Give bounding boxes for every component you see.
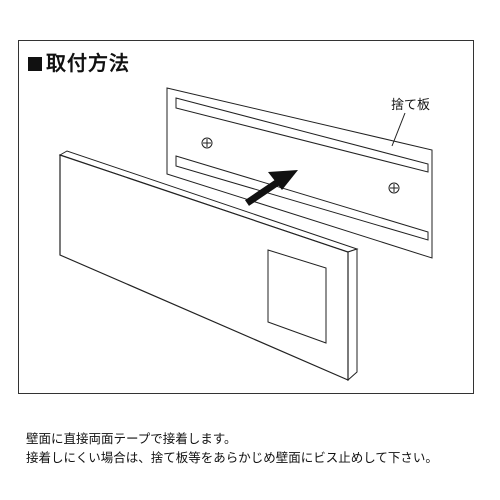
panel-window: [267, 249, 327, 344]
backing-plate: [166, 87, 433, 259]
caption-line-2: 接着しにくい場合は、捨て板等をあらかじめ壁面にビス止めして下さい。: [26, 450, 438, 465]
title-text: 取付方法: [46, 51, 130, 75]
label-leader-line: [391, 112, 406, 147]
diagram-frame: [18, 40, 474, 394]
mounting-arrow-icon: [245, 170, 298, 206]
section-title: 取付方法: [28, 47, 130, 76]
nameplate-panel: [58, 150, 359, 382]
screw-icon: [201, 137, 213, 149]
upper-slot: [175, 97, 429, 173]
screw-icon: [388, 182, 400, 194]
square-bullet-icon: [28, 57, 42, 71]
lower-slot: [175, 155, 429, 241]
caption-line-1: 壁面に直接両面テープで接着します。: [26, 431, 237, 446]
backing-plate-label: 捨て板: [391, 97, 430, 113]
